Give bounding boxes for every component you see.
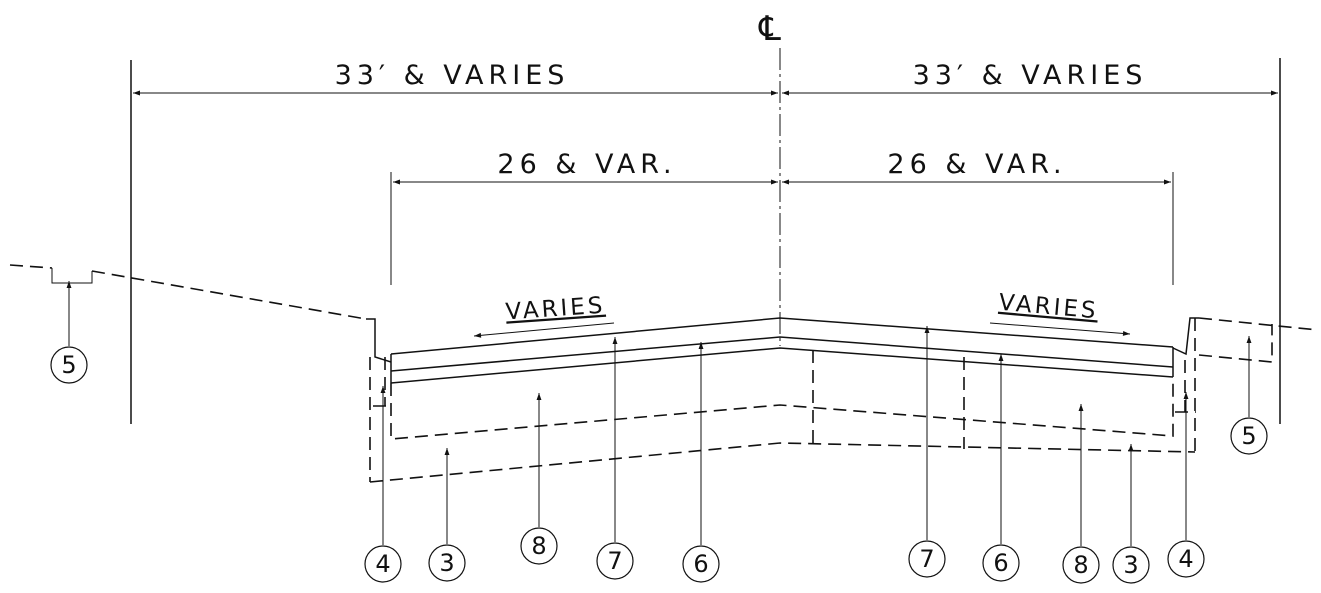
left-curb-inner: [373, 357, 391, 407]
left-curb: [366, 318, 392, 363]
surface-course: [390, 317, 1174, 355]
right-underdrain: [1198, 324, 1273, 363]
callout-circles: 5 4 3 8 7 6 7 6 8 3 4 5: [50, 346, 1268, 584]
callout-circle: [364, 545, 402, 583]
right-slope-arrow: [989, 322, 1131, 336]
callout-number: 8: [1073, 551, 1088, 579]
callout-circle: [908, 540, 946, 578]
left-slope-arrow: [473, 322, 615, 338]
inner-right-dimension-label: 26 & VAR.: [887, 149, 1066, 180]
callout-number: 5: [61, 351, 76, 379]
callout-circle: [520, 527, 558, 565]
callout-number: 3: [1123, 551, 1138, 579]
base-course-top: [390, 347, 1174, 384]
callout-circle: [982, 544, 1020, 582]
left-slope-label: VARIES: [505, 293, 606, 326]
right-slope-label: VARIES: [998, 290, 1100, 325]
callout-circle: [1112, 546, 1150, 584]
right-existing-ground: [1198, 317, 1319, 331]
callout-circle: [428, 544, 466, 582]
callout-circle: [682, 545, 720, 583]
base-course: [390, 377, 1174, 440]
outer-left-dimension-label: 33′ & VARIES: [335, 60, 570, 91]
left-underdrain: [51, 268, 93, 284]
callout-number: 8: [531, 532, 546, 560]
inner-left-dimension-label: 26 & VAR.: [497, 149, 676, 180]
outer-right-dimension-label: 33′ & VARIES: [913, 60, 1148, 91]
callout-number: 6: [993, 549, 1008, 577]
subbase-course: [369, 442, 1196, 483]
callout-circle: [596, 542, 634, 580]
callout-number: 7: [607, 547, 622, 575]
callout-number: 4: [1178, 545, 1193, 573]
leader-arrows: [66, 281, 1252, 546]
callout-number: 5: [1241, 422, 1256, 450]
callout-number: 3: [439, 549, 454, 577]
binder-course: [390, 336, 1174, 372]
callout-number: 6: [693, 550, 708, 578]
callout-number: 4: [375, 550, 390, 578]
callout-circle: [1230, 417, 1268, 455]
callout-circle: [1062, 546, 1100, 584]
callout-number: 7: [919, 545, 934, 573]
callout-circle: [1167, 540, 1205, 578]
left-existing-ground: [9, 264, 367, 320]
callout-circle: [50, 346, 88, 384]
centerline-symbol: ℄: [758, 9, 781, 49]
